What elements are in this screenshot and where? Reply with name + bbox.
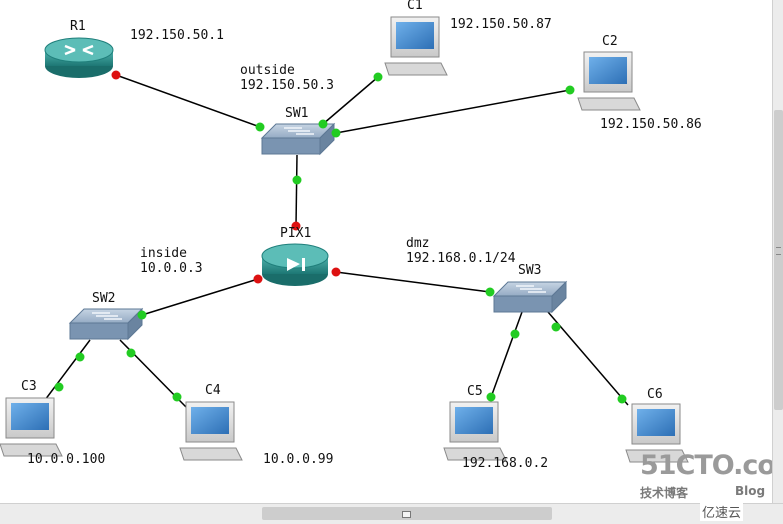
- label-c5-address: 192.168.0.2: [462, 456, 549, 471]
- computer-c6[interactable]: [625, 403, 689, 463]
- label-c2-address: 192.150.50.86: [600, 117, 702, 132]
- label-c5-name: C5: [467, 384, 483, 399]
- link-up-dot: [485, 287, 495, 297]
- label-r1-address: 192.150.50.1: [130, 28, 224, 43]
- switch-icon[interactable]: [68, 307, 144, 341]
- computer-c3[interactable]: [0, 397, 63, 457]
- link-down-dot: [111, 70, 121, 80]
- label-inside-iface: inside: [140, 246, 187, 261]
- vertical-scrollbar[interactable]: [772, 0, 783, 503]
- watermark-logo: 51CTO.com: [640, 450, 783, 481]
- link-up-dot: [510, 329, 520, 339]
- label-c3-name: C3: [21, 379, 37, 394]
- link-r1-sw1[interactable]: [115, 74, 261, 128]
- link-down-dot: [253, 274, 263, 284]
- link-up-dot: [126, 348, 136, 358]
- computer-c5[interactable]: [443, 401, 507, 461]
- link-up-dot: [137, 310, 147, 320]
- computer-c4[interactable]: [179, 401, 243, 461]
- link-up-dot: [617, 394, 627, 404]
- switch-icon[interactable]: [260, 122, 336, 156]
- link-c1-sw1[interactable]: [322, 76, 379, 125]
- link-pix1-sw3[interactable]: [335, 271, 491, 293]
- watermark-corner: 亿速云: [700, 502, 744, 521]
- link-up-dot: [331, 128, 341, 138]
- label-c2-name: C2: [602, 34, 618, 49]
- link-up-dot: [318, 119, 328, 129]
- watermark-subtitle: 技术博客: [640, 486, 689, 500]
- link-sw3-c6[interactable]: [547, 311, 629, 406]
- label-c3-address: 10.0.0.100: [27, 452, 106, 467]
- switch-icon[interactable]: [492, 280, 568, 314]
- link-pix1-sw2[interactable]: [141, 278, 259, 316]
- label-r1-name: R1: [70, 19, 86, 34]
- link-up-dot: [373, 72, 383, 82]
- computer-c1[interactable]: [384, 16, 448, 76]
- link-down-dot: [331, 267, 341, 277]
- label-c1-name: C1: [407, 0, 423, 13]
- watermark-blog: Blog: [735, 484, 766, 498]
- horizontal-scroll-thumb[interactable]: [262, 507, 552, 520]
- label-pix1-name: PIX1: [280, 226, 312, 241]
- router-icon[interactable]: [44, 37, 114, 78]
- grip-icon: [776, 247, 781, 255]
- link-sw1-pix1[interactable]: [295, 154, 298, 227]
- link-up-dot: [565, 85, 575, 95]
- link-up-dot: [292, 175, 302, 185]
- vertical-scroll-thumb[interactable]: [774, 110, 783, 410]
- label-sw2-name: SW2: [92, 291, 116, 306]
- firewall-icon[interactable]: [261, 243, 329, 286]
- label-outside-address: 192.150.50.3: [240, 78, 334, 93]
- label-c6-name: C6: [647, 387, 663, 402]
- link-up-dot: [172, 392, 182, 402]
- links-layer: [44, 74, 629, 408]
- label-c4-name: C4: [205, 383, 221, 398]
- label-inside-address: 10.0.0.3: [140, 261, 203, 276]
- label-outside-iface: outside: [240, 63, 295, 78]
- link-up-dot: [551, 322, 561, 332]
- horizontal-scrollbar[interactable]: [0, 503, 783, 524]
- link-sw3-c5[interactable]: [489, 311, 523, 401]
- link-up-dot: [486, 392, 496, 402]
- link-up-dot: [54, 382, 64, 392]
- label-sw1-name: SW1: [285, 106, 309, 121]
- link-up-dot: [75, 352, 85, 362]
- topology-canvas: [0, 16, 689, 463]
- link-up-dot: [255, 122, 265, 132]
- link-status-dots: [54, 70, 627, 404]
- link-down-dot: [291, 221, 301, 231]
- label-sw3-name: SW3: [518, 263, 542, 278]
- link-c2-sw1[interactable]: [335, 89, 571, 134]
- label-dmz-address: 192.168.0.1/24: [406, 251, 516, 266]
- label-dmz-iface: dmz: [406, 236, 430, 251]
- label-c1-address: 192.150.50.87: [450, 17, 552, 32]
- computer-c2[interactable]: [577, 51, 641, 111]
- label-c4-address: 10.0.0.99: [263, 452, 334, 467]
- link-sw2-c3[interactable]: [44, 339, 91, 401]
- grip-icon: [402, 511, 411, 518]
